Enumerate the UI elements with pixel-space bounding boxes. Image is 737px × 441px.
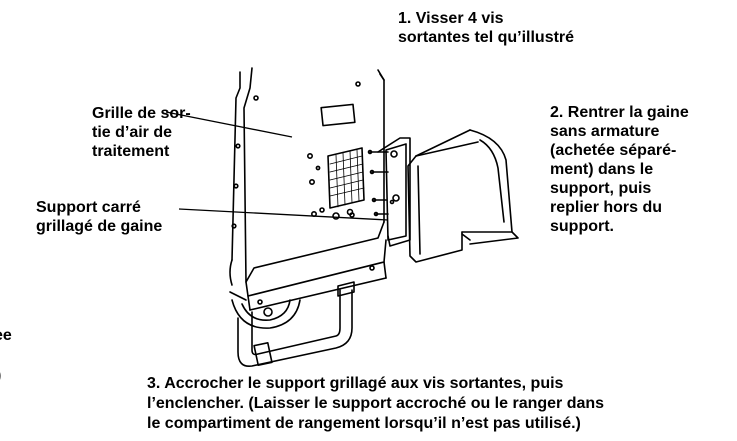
- step-1-label: 1. Visser 4 vis sortantes tel qu’illustr…: [398, 10, 575, 46]
- duct-collar-frame: [367, 137, 411, 247]
- grille-leader-line: [165, 111, 293, 138]
- unit-wheel: [231, 299, 301, 329]
- unit-base: [229, 239, 387, 311]
- cropped-edge-text-top: ee: [0, 327, 12, 344]
- duct-support-label: Support carré grillagé de gaine: [36, 199, 163, 235]
- unit-handle: [237, 281, 355, 368]
- exhaust-grille-label: Grille de sor- tie d’air de traitement: [92, 105, 191, 160]
- exhaust-grille: [306, 147, 365, 220]
- unit-back-panel: [229, 67, 385, 286]
- step-3-label: 3. Accrocher le support grillagé aux vis…: [147, 375, 605, 432]
- step-2-label: 2. Rentrer la gaine sans armature (achet…: [550, 104, 689, 235]
- cropped-edge-text-bottom: ): [0, 366, 1, 385]
- flexible-duct: [407, 129, 519, 263]
- support-leader-line: [178, 208, 389, 221]
